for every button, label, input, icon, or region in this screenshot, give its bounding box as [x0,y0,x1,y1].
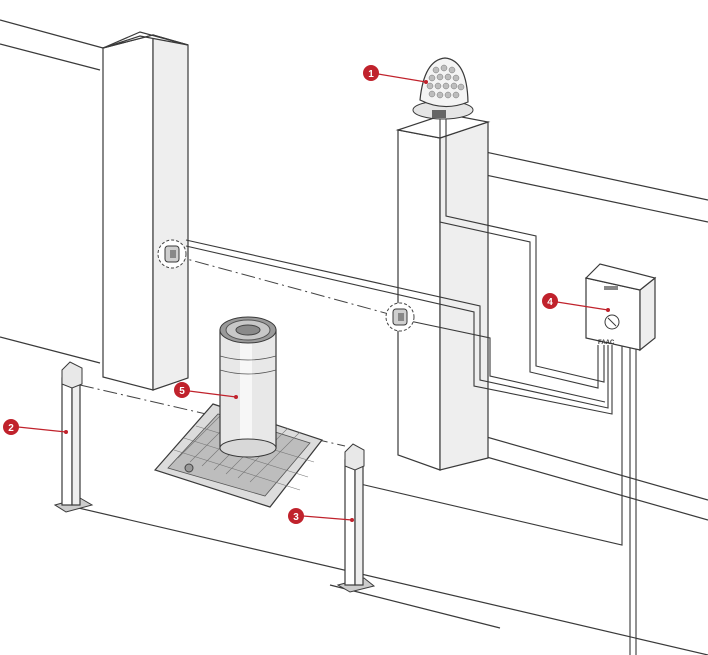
photocell-post-left [53,361,94,513]
photocell-left-wall [157,239,187,269]
marker-4: 4 [542,293,558,309]
marker-2-label: 2 [8,423,14,434]
marker-2: 2 [3,419,19,435]
marker-1: 1 [363,65,379,81]
marker-3: 3 [288,508,304,524]
marker-5: 5 [174,382,190,398]
right-pillar [395,113,491,471]
left-pillar [102,31,189,391]
flashing-lamp [412,57,474,120]
marker-5-label: 5 [179,386,185,397]
marker-3-label: 3 [293,512,299,523]
right-wall [461,147,708,521]
left-wall [0,19,104,71]
photocell-right-wall [385,302,415,332]
marker-4-label: 4 [547,297,553,308]
photocell-post-right [336,443,376,593]
control-box-brand: FAAC [598,340,615,346]
marker-leaders [17,73,610,522]
control-box: FAAC [584,263,657,352]
ground-lines [0,336,708,655]
wiring [185,118,637,655]
marker-1-label: 1 [368,69,374,80]
bollard [219,316,277,458]
